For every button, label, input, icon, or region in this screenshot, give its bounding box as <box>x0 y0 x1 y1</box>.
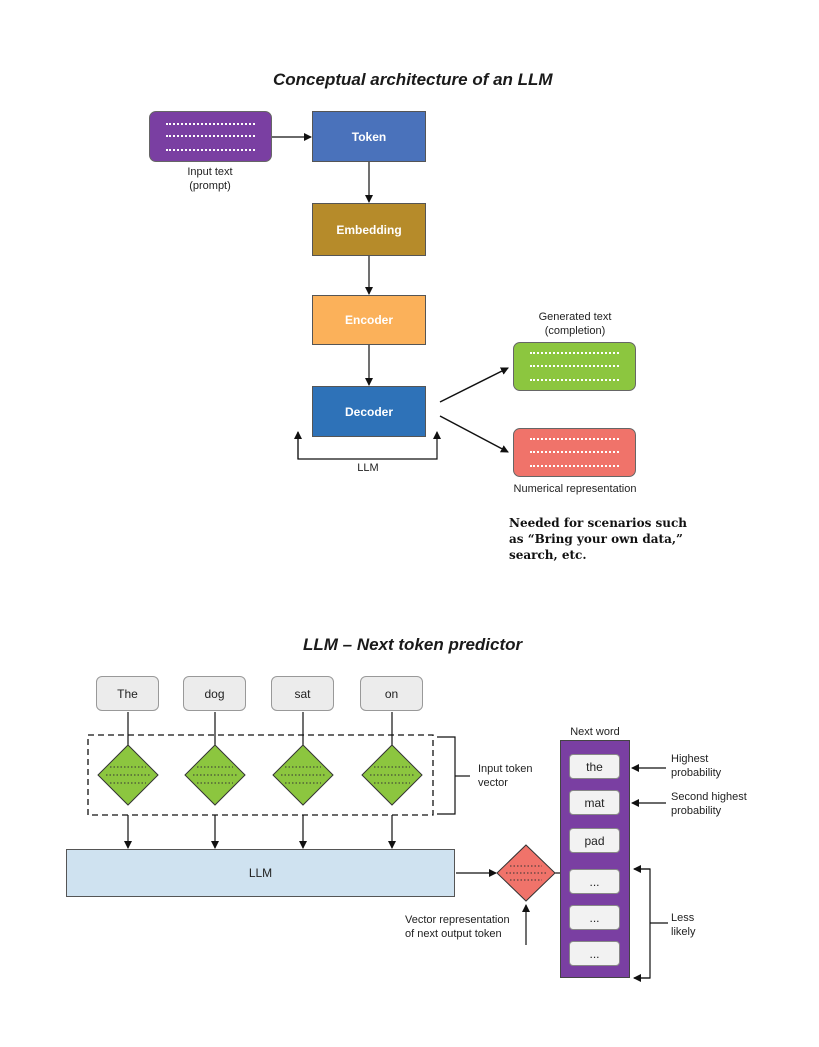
next-word-ellipsis: ... <box>569 869 620 894</box>
vector-representation-label: Vector representation of next output tok… <box>405 914 510 940</box>
encoder-block: Encoder <box>312 295 426 345</box>
input-text-label: Input text (prompt) <box>187 166 233 192</box>
token-vector-diamond <box>97 744 159 806</box>
next-word-column <box>560 740 630 978</box>
token-block: Token <box>312 111 426 162</box>
numerical-representation-label: Numerical representation <box>513 483 637 495</box>
less-likely-label: Less likely <box>671 912 696 938</box>
next-word-the: the <box>569 754 620 779</box>
generated-text-block <box>513 342 636 391</box>
llm-bar: LLM <box>66 849 455 897</box>
next-word-header: Next word <box>570 726 620 738</box>
input-token-vector-label: Input token vector <box>478 763 533 789</box>
input-token-vector-box <box>87 734 434 816</box>
output-token-diamond <box>496 844 556 902</box>
numerical-representation-block <box>513 428 636 477</box>
input-text-block <box>149 111 272 162</box>
architecture-title: Conceptual architecture of an LLM <box>273 70 553 89</box>
predictor-title: LLM – Next token predictor <box>303 635 523 654</box>
token-vector-diamond <box>184 744 246 806</box>
generated-text-label: Generated text (completion) <box>538 311 612 337</box>
token-vector-diamond <box>361 744 423 806</box>
next-word-ellipsis: ... <box>569 941 620 966</box>
input-word-sat: sat <box>271 676 334 711</box>
embedding-block: Embedding <box>312 203 426 256</box>
input-word-dog: dog <box>183 676 246 711</box>
arrow-decoder-to-numerical <box>439 415 509 453</box>
next-word-mat: mat <box>569 790 620 815</box>
token-vector-diamond <box>272 744 334 806</box>
next-word-pad: pad <box>569 828 620 853</box>
arrow-decoder-to-generated <box>439 367 509 403</box>
llm-loop-label: LLM <box>357 462 379 474</box>
highest-probability-label: Highest probability <box>671 753 722 779</box>
next-word-ellipsis: ... <box>569 905 620 930</box>
second-highest-probability-label: Second highest probability <box>671 791 747 817</box>
scenario-note: Needed for scenarios such as “Bring your… <box>509 516 688 562</box>
input-word-on: on <box>360 676 423 711</box>
input-word-the: The <box>96 676 159 711</box>
decoder-block: Decoder <box>312 386 426 437</box>
